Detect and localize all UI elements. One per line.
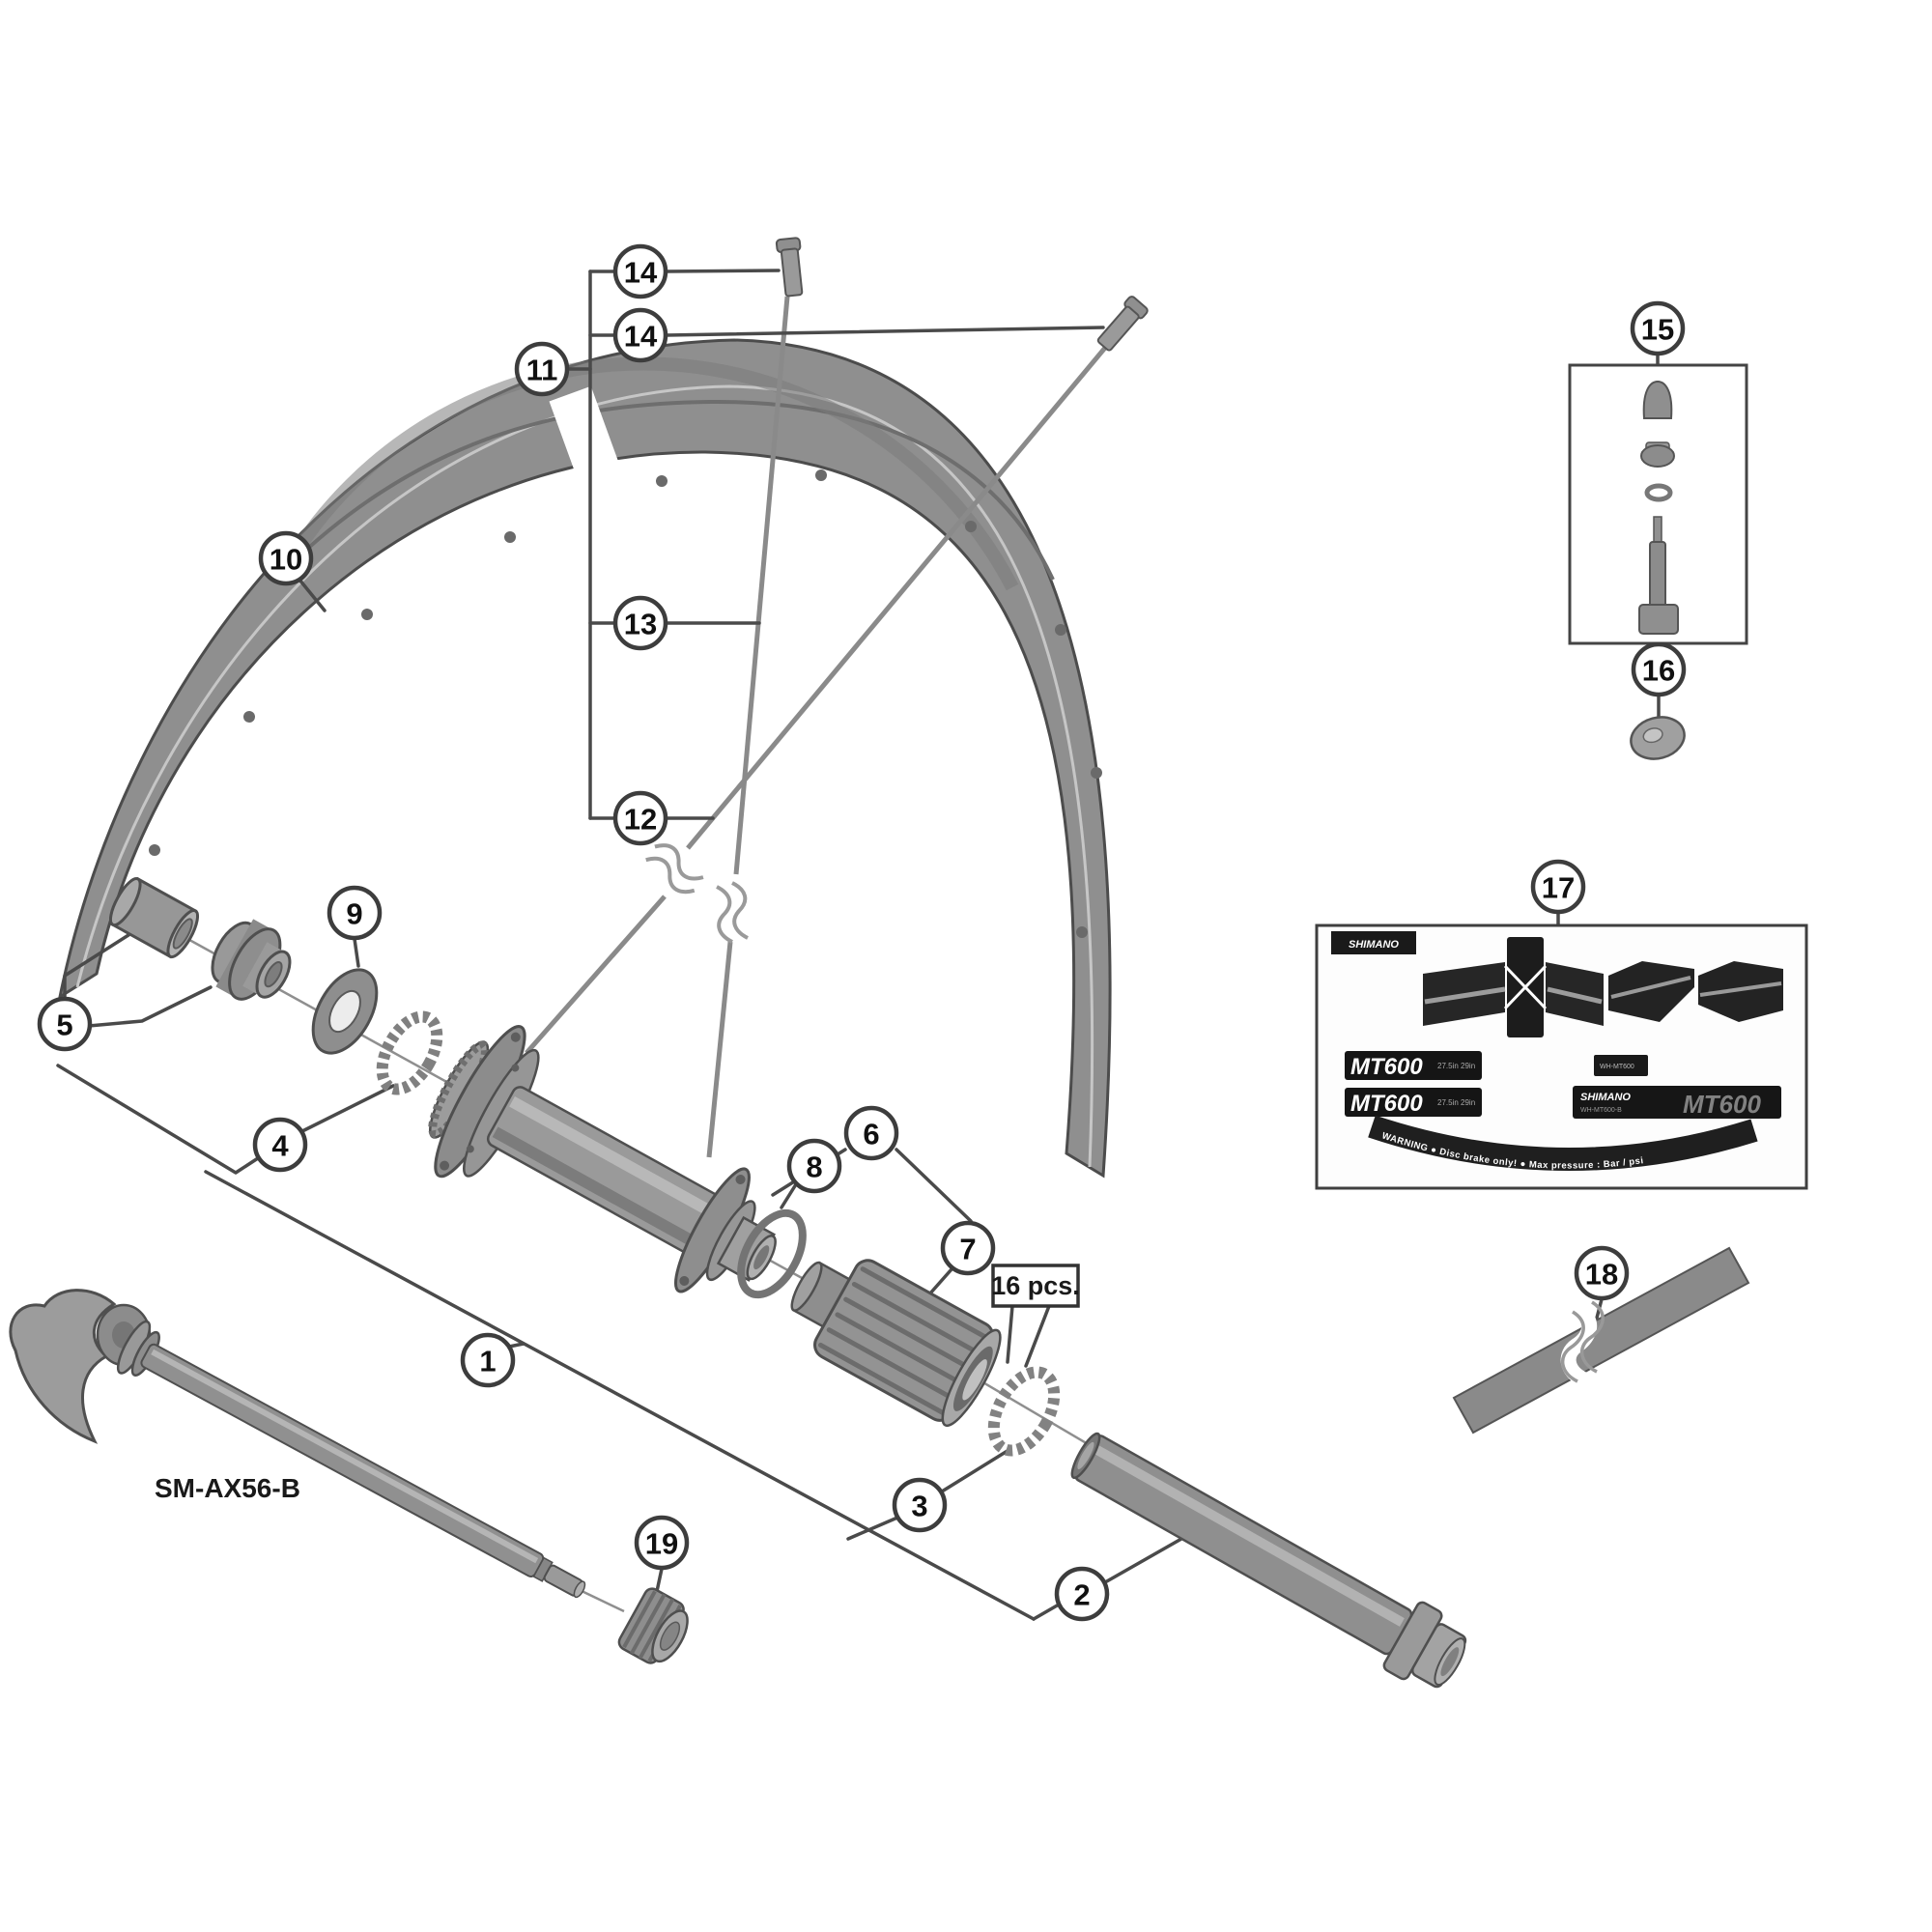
spokes [525, 296, 1107, 1158]
decal-mt600-sticker-1: MT600 27.5in 29in [1345, 1051, 1482, 1080]
valve-parts-box [1568, 363, 1748, 645]
ball-retainer-left [376, 1010, 443, 1095]
svg-text:WH-MT600-B: WH-MT600-B [1580, 1107, 1622, 1114]
rim-far-wall [278, 356, 1019, 591]
callout-17-17: 17 [1530, 859, 1586, 915]
svg-text:18: 18 [1585, 1258, 1618, 1292]
callout-7-6: 7 [940, 1220, 996, 1276]
rim-sidewall-groove [288, 399, 1055, 581]
callout-14-14: 14 [612, 307, 668, 363]
svg-text:2: 2 [1073, 1578, 1090, 1612]
decal-x-graphic-2 [1608, 961, 1694, 1022]
svg-text:14: 14 [624, 256, 658, 290]
svg-text:MT600: MT600 [1683, 1090, 1761, 1119]
quantity-note-text: 16 pcs. [991, 1271, 1080, 1300]
svg-text:16: 16 [1642, 654, 1675, 688]
callout-13-12: 13 [612, 595, 668, 651]
callout-5-4: 5 [37, 996, 93, 1052]
svg-text:15: 15 [1641, 313, 1674, 347]
hub-axle [1070, 1432, 1467, 1689]
svg-text:MT600: MT600 [1350, 1054, 1423, 1080]
svg-text:27.5in 29in: 27.5in 29in [1437, 1062, 1475, 1070]
callout-9-8: 9 [327, 885, 383, 941]
freehub-body [790, 1259, 1002, 1428]
svg-text:WH-MT600: WH-MT600 [1600, 1064, 1634, 1070]
svg-text:6: 6 [863, 1118, 879, 1151]
wheel-rim [57, 338, 1112, 1179]
o-ring [737, 1208, 807, 1299]
svg-text:5: 5 [56, 1009, 72, 1042]
svg-text:19: 19 [645, 1527, 678, 1561]
decal-small-sticker: WH-MT600 [1594, 1055, 1648, 1076]
svg-text:8: 8 [806, 1151, 822, 1184]
svg-text:7: 7 [959, 1233, 976, 1266]
callout-4-3: 4 [252, 1117, 308, 1173]
svg-text:1: 1 [479, 1345, 496, 1378]
svg-text:12: 12 [624, 803, 657, 837]
axle-nut [617, 1587, 689, 1664]
svg-text:27.5in 29in: 27.5in 29in [1437, 1098, 1475, 1107]
svg-text:4: 4 [271, 1129, 289, 1163]
callout-8-7: 8 [786, 1138, 842, 1194]
callout-14-13: 14 [612, 243, 668, 299]
rim-bead-seat-line [75, 384, 1094, 1168]
callout-6-5: 6 [843, 1105, 899, 1161]
rim-tape [1452, 1246, 1750, 1435]
decal-shimano-text: SHIMANO [1349, 939, 1399, 951]
spoke2-lower-segment [525, 895, 667, 1055]
valve-rim-pad [1630, 716, 1686, 760]
decal-shimano-bar [1331, 931, 1416, 954]
decal-sheet: SHIMANO MT600 27.5in 29in WH-MT600 [1315, 923, 1808, 1190]
quantity-note-box: 16 pcs. [991, 1264, 1080, 1308]
leader-lines [56, 269, 1661, 1621]
spoke-lower-segment [706, 941, 733, 1158]
end-cap-cone [211, 919, 292, 1001]
decal-x-graphic-3 [1698, 961, 1783, 1022]
callout-19-19: 19 [634, 1515, 690, 1571]
svg-text:3: 3 [911, 1490, 927, 1523]
callout-1-0: 1 [460, 1332, 516, 1388]
axle-model-label: SM-AX56-B [155, 1473, 300, 1503]
valve-cap [1642, 380, 1673, 419]
valve-nut [1640, 441, 1675, 468]
callout-16-16: 16 [1631, 641, 1687, 697]
svg-text:11: 11 [526, 354, 558, 387]
spoke2-upper-segment [686, 346, 1107, 850]
decal-mt600-sticker-2: MT600 27.5in 29in [1345, 1088, 1482, 1117]
rim-spoke-holes [149, 469, 1102, 938]
decal-x-graphic-1 [1423, 937, 1604, 1037]
callout-10-9: 10 [258, 530, 314, 586]
svg-text:9: 9 [346, 897, 362, 931]
svg-text:SHIMANO: SHIMANO [1580, 1092, 1631, 1103]
decal-long-sticker: SHIMANO WH-MT600-B MT600 [1573, 1086, 1781, 1119]
hub-washer [311, 968, 379, 1055]
svg-text:14: 14 [624, 320, 658, 354]
svg-text:17: 17 [1542, 871, 1575, 905]
valve-o-ring [1644, 483, 1673, 502]
ball-retainer-right [987, 1366, 1061, 1457]
svg-text:MT600: MT600 [1350, 1091, 1423, 1117]
callout-3-2: 3 [892, 1477, 948, 1533]
hub-body [428, 1025, 777, 1293]
svg-text:10: 10 [270, 543, 302, 577]
svg-text:13: 13 [624, 608, 657, 641]
callout-18-18: 18 [1574, 1245, 1630, 1301]
spoke-break-marks [645, 843, 749, 944]
callout-11-10: 11 [514, 341, 570, 397]
callout-15-15: 15 [1630, 300, 1686, 356]
callout-12-11: 12 [612, 790, 668, 846]
spoke-nipple-2 [1096, 296, 1149, 352]
skewer-shaft [116, 1320, 586, 1599]
callout-2-1: 2 [1054, 1566, 1110, 1622]
end-cap-cylinder [108, 876, 200, 959]
valve-stem [1638, 516, 1679, 635]
spoke-nipple-1 [775, 237, 804, 298]
